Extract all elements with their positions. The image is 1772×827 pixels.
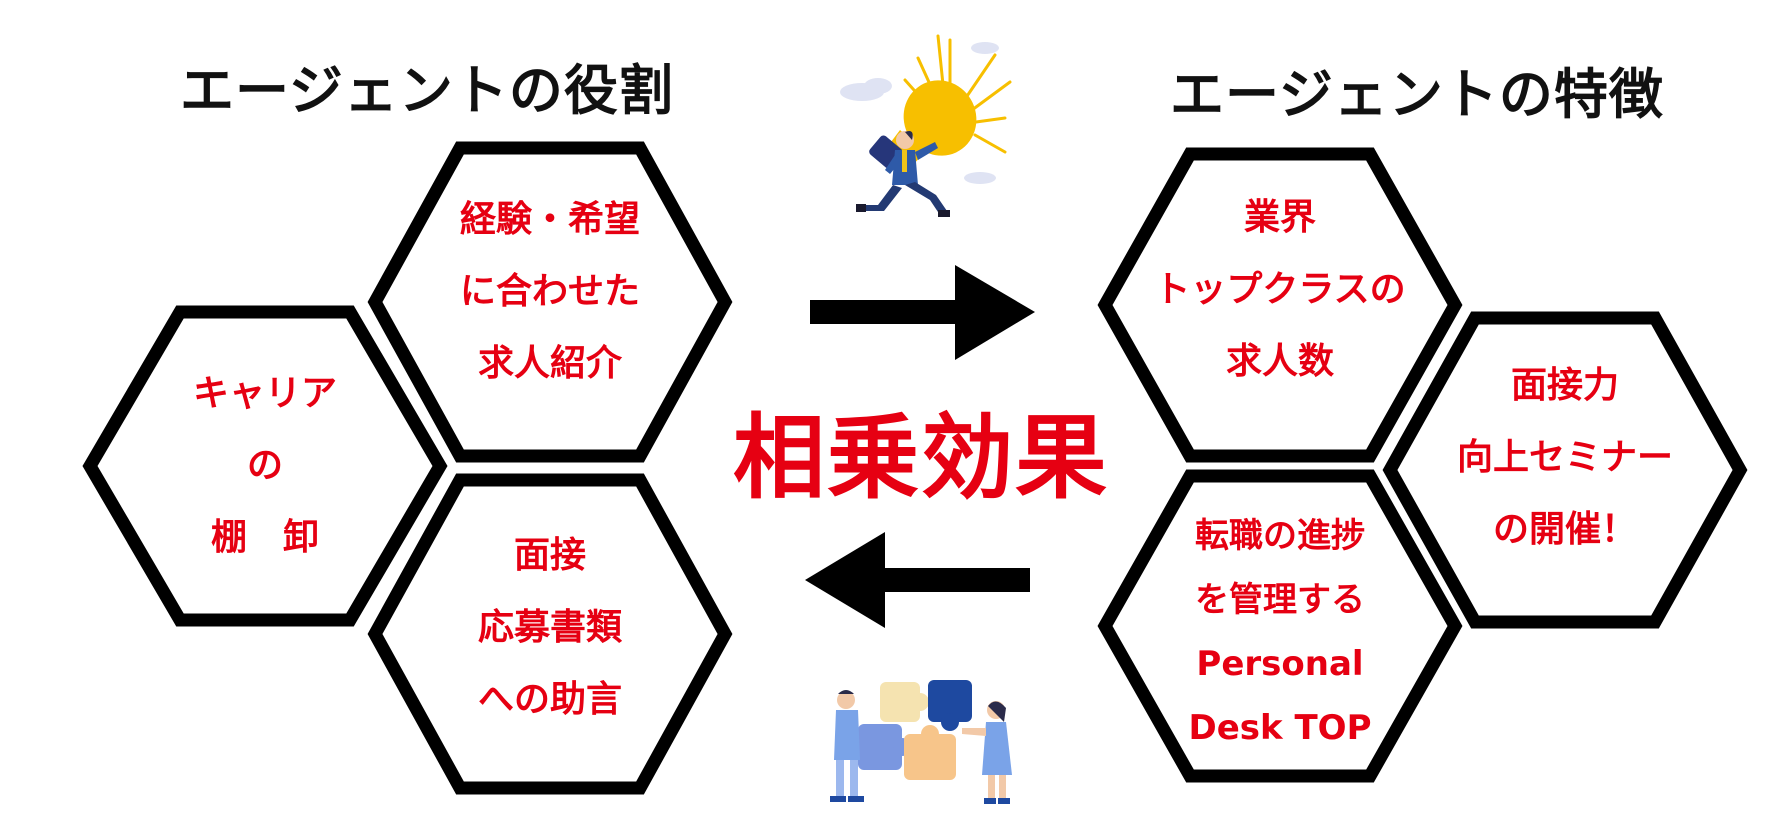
hex-interview-line: 応募書類	[477, 607, 623, 648]
hex-interview-line: 面接	[513, 535, 587, 576]
hex-seminar-line: 面接力	[1510, 365, 1620, 406]
hex-job-intro-line: 求人紹介	[477, 343, 623, 384]
title-agent-features: エージェントの特徴	[1170, 63, 1664, 126]
hex-progress-line: を管理する	[1194, 580, 1365, 620]
title-agent-role: エージェントの役割	[180, 59, 674, 122]
hex-jobs-text: 業界 トップクラスの 求人数	[1154, 182, 1405, 398]
hex-career	[82, 305, 448, 627]
hex-seminar-line: の開催！	[1492, 509, 1638, 550]
hex-job-intro-line: に合わせた	[459, 271, 641, 312]
hex-jobs-line: 求人数	[1225, 341, 1334, 382]
hex-interview-text: 面接 応募書類 への助言	[478, 520, 622, 736]
hex-interview	[367, 473, 733, 795]
hex-jobs	[1097, 147, 1463, 463]
hex-progress-line: 転職の進捗	[1194, 516, 1365, 556]
hex-job-intro-text: 経験・希望 に合わせた 求人紹介	[460, 184, 640, 400]
hex-career-text: キャリア の 棚 卸	[193, 358, 337, 574]
arrow-right	[810, 265, 1035, 360]
hex-career-line: 棚 卸	[210, 517, 320, 558]
synergy-label: 相乗効果	[732, 404, 1110, 512]
hex-progress-line: Personal	[1196, 644, 1364, 684]
hex-progress	[1097, 469, 1463, 783]
hex-career-line: の	[246, 445, 284, 486]
hex-seminar-text: 面接力 向上セミナー の開催！	[1457, 350, 1673, 566]
hex-job-intro	[367, 141, 733, 463]
hex-career-line: キャリア	[192, 373, 338, 414]
hex-progress-text: 転職の進捗 を管理する Personal Desk TOP	[1189, 504, 1372, 760]
arrow-left	[805, 532, 1030, 628]
hex-seminar-line: 向上セミナー	[1456, 437, 1674, 478]
lightbulb-runner-icon	[840, 34, 1012, 217]
hex-progress-line: Desk TOP	[1188, 708, 1372, 748]
hex-job-intro-line: 経験・希望	[459, 199, 641, 240]
hex-seminar	[1382, 311, 1748, 629]
hex-interview-line: への助言	[477, 679, 623, 720]
puzzle-team-icon	[830, 680, 1012, 804]
hex-jobs-line: 業界	[1243, 197, 1316, 238]
hex-jobs-line: トップクラスの	[1154, 269, 1406, 310]
